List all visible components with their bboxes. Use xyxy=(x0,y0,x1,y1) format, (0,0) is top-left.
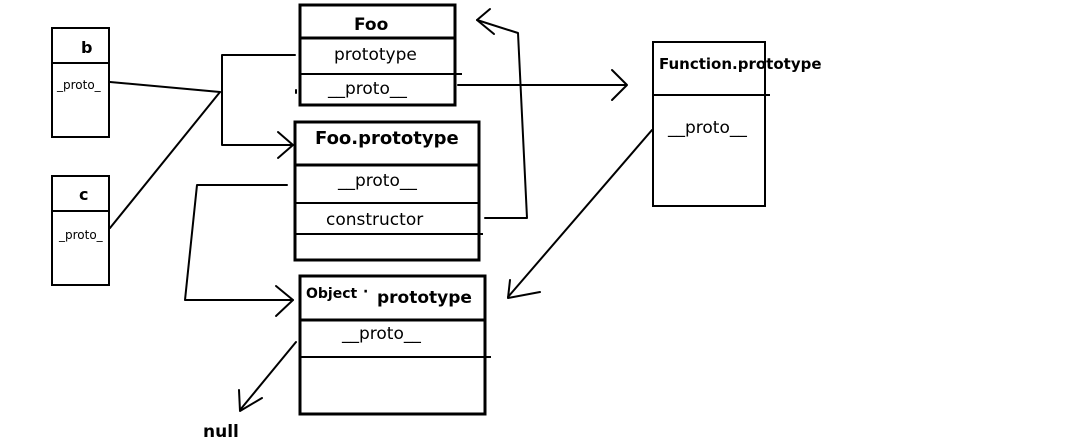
foo-prototype-box-field: __proto__ xyxy=(338,171,417,191)
trunk-to-foo-prototype-arrow xyxy=(221,54,296,146)
function-prototype-box xyxy=(652,41,770,207)
arrowhead xyxy=(507,279,541,299)
arrowhead xyxy=(611,69,628,101)
arrowhead xyxy=(238,389,263,412)
arrowhead xyxy=(275,285,294,317)
arrowhead xyxy=(277,131,294,159)
foo-box-title: Foo xyxy=(354,15,389,35)
function-prototype-box-title: Function.prototype xyxy=(659,55,822,73)
foo-prototype-box-title: Foo.prototype xyxy=(315,128,459,149)
foo-prototype-proto-to-object-prototype-arrow xyxy=(184,184,294,301)
b-box-title: b xyxy=(81,38,93,57)
foo-box-field: prototype xyxy=(334,45,417,65)
b-proto-connector xyxy=(109,81,221,93)
object-prototype-box-title-left: Object xyxy=(306,286,358,302)
c-box-title: c xyxy=(79,185,89,204)
c-box-proto-field: _proto_ xyxy=(59,228,103,242)
constructor-to-foo-arrow xyxy=(476,19,528,219)
b-box xyxy=(51,27,110,138)
b-box-proto-field: _proto_ xyxy=(57,78,101,92)
object-prototype-box-title-dot: · xyxy=(363,284,369,300)
function-prototype-box-field: __proto__ xyxy=(668,118,747,138)
arrowhead xyxy=(476,8,495,35)
object-prototype-proto-to-null-arrow xyxy=(239,341,297,411)
object-prototype-box-title-right: prototype xyxy=(377,288,472,308)
foo-box xyxy=(298,3,462,107)
null-label: null xyxy=(203,422,239,442)
foo-prototype-box-field: constructor xyxy=(326,210,424,230)
object-prototype-box xyxy=(298,274,491,416)
foo-box-field: __proto__ xyxy=(328,79,407,99)
function-prototype-proto-to-object-prototype-arrow xyxy=(507,129,653,298)
object-prototype-box-field: __proto__ xyxy=(342,324,421,344)
foo-prototype-box xyxy=(293,120,483,262)
c-box xyxy=(51,175,110,286)
c-proto-connector xyxy=(109,91,221,229)
